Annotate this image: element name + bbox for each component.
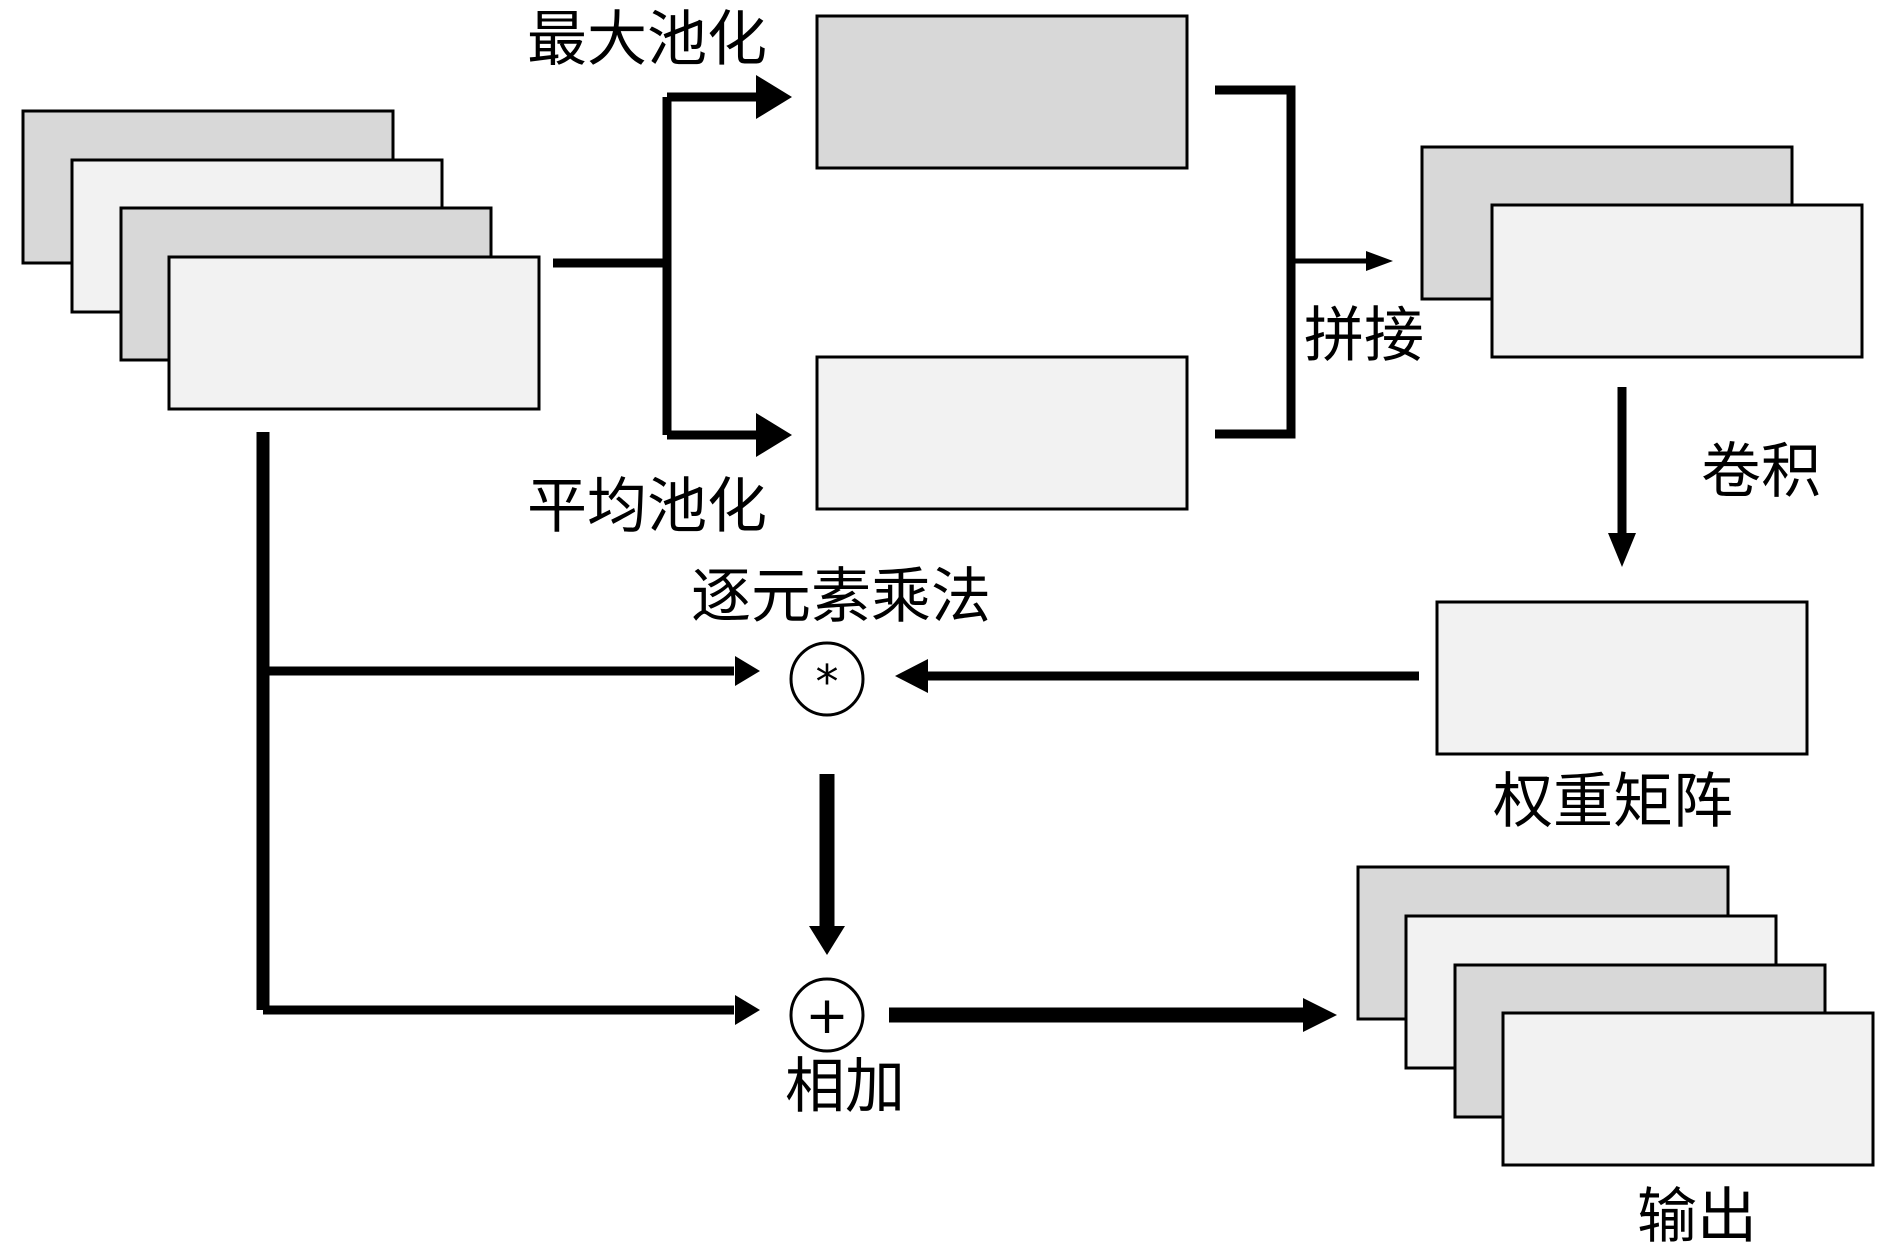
add-node: + <box>789 977 865 1053</box>
arrowhead-skip-to-add <box>735 995 760 1025</box>
input-feature-stack <box>21 109 541 411</box>
weight-matrix-label: 权重矩阵 <box>1493 767 1733 837</box>
elementwise-mul-label: 逐元素乘法 <box>691 562 991 632</box>
skip-path <box>256 432 760 1025</box>
multiply-node-circle <box>789 641 865 717</box>
concat-feature-stack <box>1420 145 1864 359</box>
concat-bracket-line <box>1215 85 1296 439</box>
weight-matrix-box <box>1435 600 1809 756</box>
arrowhead-to-max-pool <box>756 75 792 119</box>
avg-pool-map <box>815 355 1189 511</box>
arrowhead-to-output <box>1303 998 1337 1032</box>
output-feature-map-4 <box>1501 1011 1875 1167</box>
max-pool-label: 最大池化 <box>527 5 767 75</box>
concat-label: 拼接 <box>1304 301 1424 371</box>
avg-pool-label: 平均池化 <box>527 472 767 542</box>
arrowhead-to-weight-matrix <box>1608 533 1636 567</box>
multiply-node: * <box>789 641 865 717</box>
concat-feature-map-2 <box>1490 203 1864 359</box>
arrowhead-to-add <box>809 926 845 955</box>
arrowhead-to-avg-pool <box>756 413 792 457</box>
multiply-symbol: * <box>816 655 839 709</box>
arrowhead-skip-to-multiply <box>735 656 760 686</box>
output-feature-stack <box>1356 865 1875 1167</box>
add-node-circle <box>789 977 865 1053</box>
arrowhead-to-concat <box>1366 251 1393 271</box>
add-label: 相加 <box>785 1052 905 1122</box>
pooling-branch-connector <box>553 75 792 457</box>
concat-bracket <box>1215 85 1393 439</box>
arrowhead-to-multiply <box>895 659 928 693</box>
add-symbol: + <box>805 986 849 1046</box>
conv-label: 卷积 <box>1701 437 1821 507</box>
input-feature-map-4 <box>167 255 541 411</box>
max-pool-map <box>815 14 1189 170</box>
output-label: 输出 <box>1637 1182 1757 1247</box>
